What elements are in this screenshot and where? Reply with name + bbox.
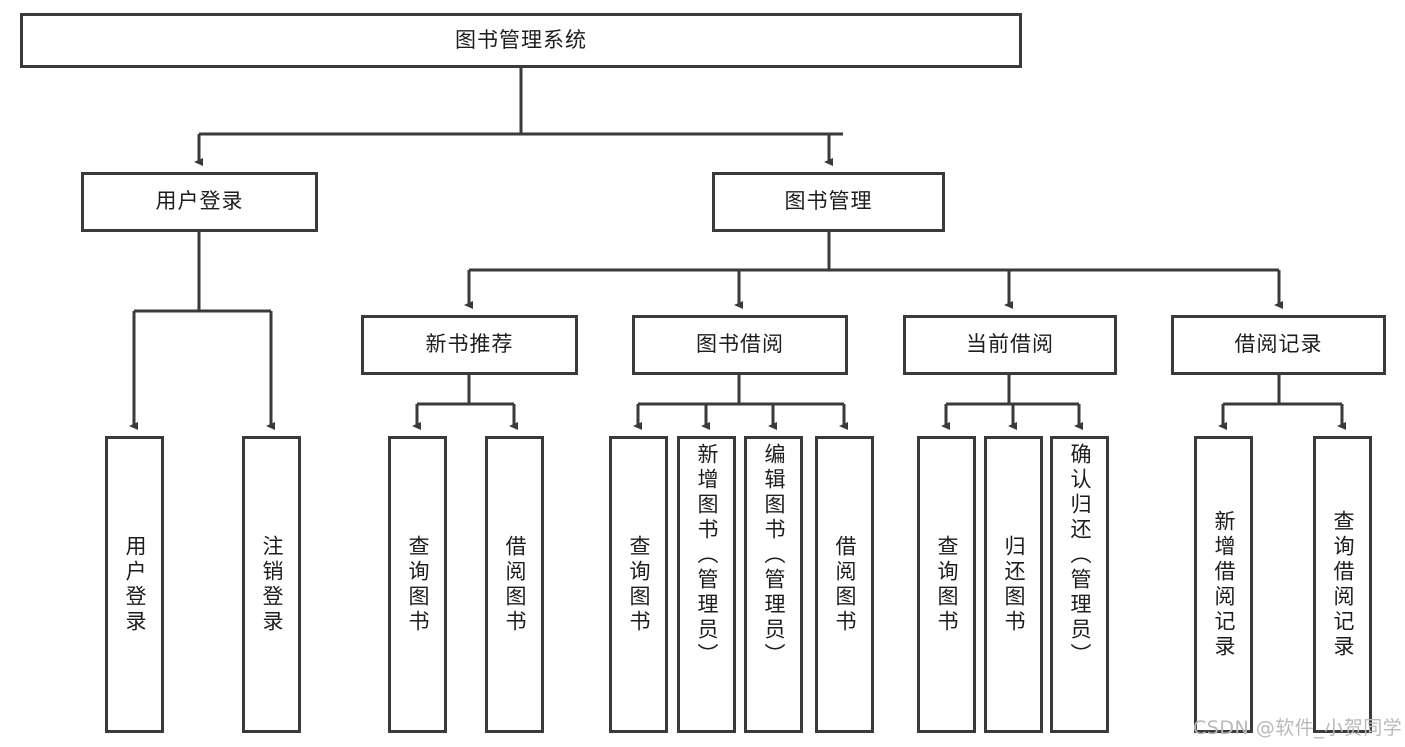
leaf-return-book-label: 归还图书 bbox=[1002, 534, 1026, 635]
leaf-query-record[interactable]: 查询借阅记录 bbox=[1313, 436, 1372, 733]
node-user-login[interactable]: 用户登录 bbox=[81, 172, 318, 232]
leaf-query-book-1[interactable]: 查询图书 bbox=[388, 436, 447, 733]
leaf-edit-book[interactable]: 编辑图书（管理员） bbox=[744, 436, 803, 733]
leaf-confirm-return[interactable]: 确认归还（管理员） bbox=[1050, 436, 1109, 733]
leaf-user-logout[interactable]: 注销登录 bbox=[242, 436, 301, 733]
leaf-borrow-book-1[interactable]: 借阅图书 bbox=[485, 436, 544, 733]
node-new-book-recommend-label: 新书推荐 bbox=[425, 332, 514, 357]
leaf-query-book-2-label: 查询图书 bbox=[627, 534, 651, 635]
leaf-confirm-return-label: 确认归还（管理员） bbox=[1068, 443, 1092, 668]
node-book-borrow[interactable]: 图书借阅 bbox=[632, 315, 848, 375]
node-book-management-label: 图书管理 bbox=[784, 189, 873, 214]
node-user-login-label: 用户登录 bbox=[155, 189, 244, 214]
node-book-management[interactable]: 图书管理 bbox=[712, 172, 945, 232]
node-book-borrow-label: 图书借阅 bbox=[696, 332, 784, 357]
leaf-query-book-1-label: 查询图书 bbox=[406, 534, 430, 635]
leaf-query-book-2[interactable]: 查询图书 bbox=[609, 436, 668, 733]
node-current-borrow[interactable]: 当前借阅 bbox=[903, 315, 1117, 375]
leaf-add-book-label: 新增图书（管理员） bbox=[695, 443, 719, 668]
node-current-borrow-label: 当前借阅 bbox=[966, 332, 1054, 357]
csdn-watermark: CSDN @软件_小贺同学 bbox=[1193, 717, 1403, 739]
leaf-query-book-3-label: 查询图书 bbox=[935, 534, 959, 635]
node-new-book-recommend[interactable]: 新书推荐 bbox=[361, 315, 578, 375]
leaf-user-login-label: 用户登录 bbox=[123, 534, 147, 635]
node-root[interactable]: 图书管理系统 bbox=[20, 13, 1022, 68]
node-borrow-record-label: 借阅记录 bbox=[1234, 332, 1323, 357]
leaf-add-book[interactable]: 新增图书（管理员） bbox=[677, 436, 736, 733]
leaf-borrow-book-2-label: 借阅图书 bbox=[833, 534, 857, 635]
node-borrow-record[interactable]: 借阅记录 bbox=[1171, 315, 1386, 375]
leaf-user-login[interactable]: 用户登录 bbox=[105, 436, 164, 733]
leaf-edit-book-label: 编辑图书（管理员） bbox=[762, 443, 786, 668]
leaf-return-book[interactable]: 归还图书 bbox=[984, 436, 1043, 733]
leaf-query-book-3[interactable]: 查询图书 bbox=[917, 436, 976, 733]
leaf-borrow-book-1-label: 借阅图书 bbox=[503, 534, 527, 635]
node-root-label: 图书管理系统 bbox=[455, 27, 587, 52]
leaf-user-logout-label: 注销登录 bbox=[260, 534, 284, 635]
leaf-add-record[interactable]: 新增借阅记录 bbox=[1194, 436, 1253, 733]
leaf-query-record-label: 查询借阅记录 bbox=[1331, 509, 1355, 660]
leaf-borrow-book-2[interactable]: 借阅图书 bbox=[815, 436, 874, 733]
leaf-add-record-label: 新增借阅记录 bbox=[1212, 509, 1236, 660]
